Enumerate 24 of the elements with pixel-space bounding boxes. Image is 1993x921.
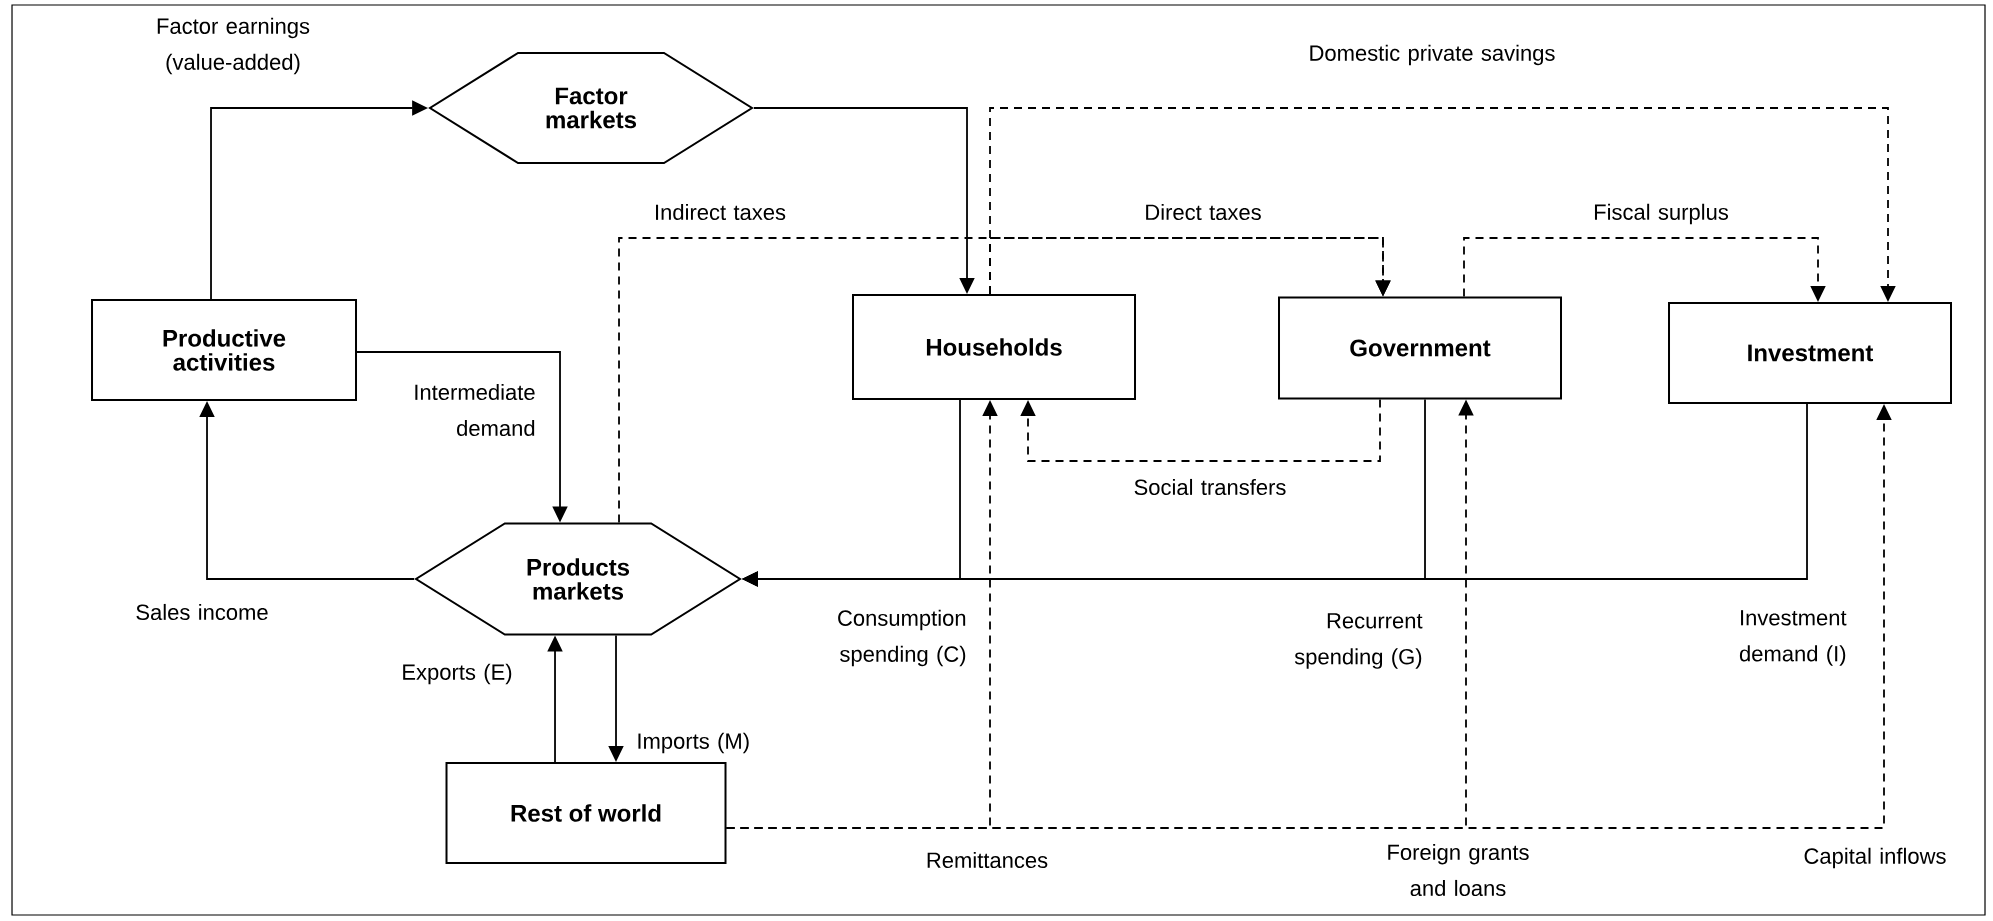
- edge-label: Domestic private savings: [1310, 44, 1555, 66]
- process-box: Investment: [1668, 302, 1952, 404]
- edge-label: Consumption spending (C): [838, 609, 966, 667]
- process-box: Government: [1278, 296, 1562, 400]
- process-box: Rest of world: [445, 762, 727, 864]
- edge-label: Direct taxes: [1146, 203, 1261, 221]
- edge-label: Factor earnings (value-added): [157, 17, 310, 75]
- edge-label: Capital inflows: [1804, 847, 1946, 869]
- edge-label: Indirect taxes: [656, 203, 786, 221]
- hexagon: Factor markets: [428, 52, 754, 164]
- edge-label: Social transfers: [1134, 478, 1286, 496]
- edge-label: Sales income: [136, 603, 268, 621]
- edge-label: Exports (E): [403, 663, 512, 685]
- edge-label: Foreign grants and loans: [1388, 843, 1529, 897]
- process-box: Productive activities: [91, 299, 357, 401]
- edge-label: Remittances: [927, 851, 1048, 869]
- edge-label: Imports (M): [638, 732, 749, 754]
- edge-label: Investment demand (I): [1739, 610, 1847, 666]
- process-box: Households: [852, 294, 1136, 400]
- edge-label: Fiscal surplus: [1595, 203, 1728, 225]
- edge-label: Recurrent spending (G): [1294, 613, 1423, 669]
- dashed-arrow: [1020, 398, 1381, 462]
- hexagon: Products markets: [414, 522, 742, 636]
- edge-label: Intermediate demand: [415, 383, 535, 437]
